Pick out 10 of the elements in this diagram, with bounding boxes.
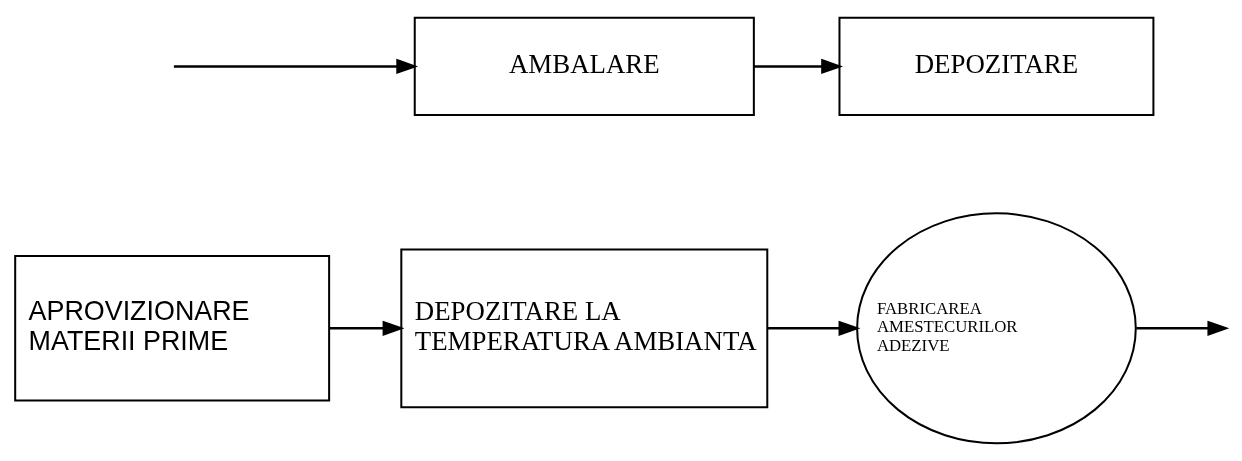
node-box: APROVIZIONARE MATERII PRIME xyxy=(14,255,331,402)
node-box: DEPOZITARE LA TEMPERATURA AMBIANTA xyxy=(400,248,769,409)
arrow xyxy=(329,320,405,336)
arrow xyxy=(173,58,419,75)
node-ellipse: FABRICAREA AMESTECURILOR ADEZIVE xyxy=(856,212,1137,445)
arrow xyxy=(754,58,844,75)
arrow xyxy=(1136,320,1230,336)
node-box: DEPOZITARE xyxy=(838,16,1155,117)
node-box: AMBALARE xyxy=(413,16,755,117)
arrow xyxy=(767,320,861,336)
